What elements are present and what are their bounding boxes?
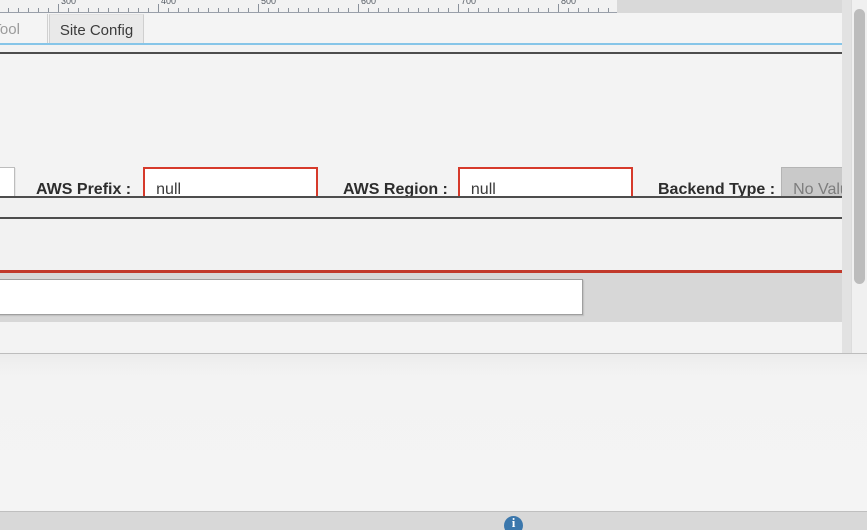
ruler-tick-minor: [608, 8, 609, 12]
ruler-tick-minor: [268, 8, 269, 12]
ruler-tick-minor: [388, 8, 389, 12]
tab-y-tool[interactable]: y Tool: [0, 14, 48, 45]
ruler-tick-minor: [78, 8, 79, 12]
ruler-tick-major: [158, 4, 159, 12]
vertical-scrollbar-thumb[interactable]: [854, 9, 865, 284]
vertical-scrollbar-track[interactable]: [851, 0, 867, 353]
ruler-tick-minor: [578, 8, 579, 12]
ruler-tick-major: [558, 4, 559, 12]
info-circle-glyph: i: [511, 516, 516, 530]
band-lower: [0, 219, 867, 270]
ruler-tick-label: 300: [61, 0, 77, 6]
ruler-tick-minor: [338, 8, 339, 12]
ruler-tick-minor: [548, 8, 549, 12]
ruler-tick-label: 400: [161, 0, 177, 6]
ruler-tick-minor: [198, 8, 199, 12]
ruler-tick-label: 500: [261, 0, 277, 6]
search-input[interactable]: [0, 279, 583, 315]
ruler-tick-minor: [68, 8, 69, 12]
ruler-tick-minor: [478, 8, 479, 12]
ruler-tick-minor: [38, 8, 39, 12]
tab-y-tool-label: y Tool: [0, 21, 20, 38]
ruler-tick-minor: [148, 8, 149, 12]
info-circle-icon[interactable]: i: [504, 516, 523, 530]
ruler-tick-major: [58, 4, 59, 12]
ruler-tick-minor: [238, 8, 239, 12]
ruler-tick-minor: [498, 8, 499, 12]
ruler-tick-minor: [98, 8, 99, 12]
section-divider-lower: [0, 217, 867, 219]
tab-strip: y Tool Site Config: [0, 13, 867, 45]
ruler-tick-minor: [408, 8, 409, 12]
section-divider-upper: [0, 196, 867, 198]
band-middle: [0, 198, 867, 217]
ruler-tick-minor: [228, 8, 229, 12]
ruler-tick-major: [358, 4, 359, 12]
ruler-tick-minor: [248, 8, 249, 12]
ruler-tick-label: 700: [461, 0, 477, 6]
right-gutter: [842, 0, 852, 353]
horizontal-ruler: 300 400 500 600 700 800: [0, 0, 867, 13]
ruler-tick-minor: [378, 8, 379, 12]
form-top-divider: [0, 52, 867, 54]
page-body: [0, 322, 867, 354]
ruler-tick-minor: [118, 8, 119, 12]
ruler-tick-minor: [298, 8, 299, 12]
ruler-tick-major: [258, 4, 259, 12]
ruler-tick-minor: [348, 8, 349, 12]
ruler-tick-minor: [328, 8, 329, 12]
page-blank-area: [0, 354, 867, 530]
ruler-tick-minor: [128, 8, 129, 12]
backend-type-label: Backend Type :: [658, 181, 776, 198]
ruler-tick-minor: [418, 8, 419, 12]
config-form-panel: AWS Prefix : null AWS Region : null Back…: [0, 54, 867, 213]
ruler-tick-minor: [468, 8, 469, 12]
ruler-tick-minor: [178, 8, 179, 12]
error-rule: [0, 270, 867, 273]
ruler-baseline: [0, 12, 617, 13]
ruler-tick-minor: [528, 8, 529, 12]
ruler-tick-major: [458, 4, 459, 12]
ruler-tick-minor: [48, 8, 49, 12]
ruler-tick-minor: [398, 8, 399, 12]
ruler-tick-minor: [278, 8, 279, 12]
ruler-tick-minor: [88, 8, 89, 12]
ruler-tick-minor: [28, 8, 29, 12]
ruler-tick-minor: [598, 8, 599, 12]
tab-active-underline: [0, 43, 867, 45]
ruler-tick-minor: [8, 8, 9, 12]
ruler-tick-minor: [538, 8, 539, 12]
ruler-tick-label: 800: [561, 0, 577, 6]
aws-prefix-label: AWS Prefix :: [36, 181, 132, 198]
ruler-tick-minor: [218, 8, 219, 12]
ruler-tick-minor: [438, 8, 439, 12]
tab-site-config-label: Site Config: [59, 21, 134, 39]
footer-strip: [0, 511, 867, 530]
ruler-tick-minor: [448, 8, 449, 12]
aws-prefix-value: null: [156, 181, 182, 198]
ruler-tick-label: 600: [361, 0, 377, 6]
ruler-tick-minor: [288, 8, 289, 12]
ruler-tick-minor: [588, 8, 589, 12]
ruler-tick-minor: [188, 8, 189, 12]
aws-region-value: null: [470, 181, 496, 198]
tab-site-config[interactable]: Site Config: [49, 14, 144, 45]
ruler-tick-minor: [208, 8, 209, 12]
ruler-tick-minor: [108, 8, 109, 12]
ruler-tick-minor: [138, 8, 139, 12]
ruler-tick-minor: [368, 8, 369, 12]
ruler-tick-minor: [568, 8, 569, 12]
ruler-tick-minor: [508, 8, 509, 12]
ruler-tick-minor: [428, 8, 429, 12]
ruler-tick-minor: [318, 8, 319, 12]
aws-region-label: AWS Region :: [343, 181, 448, 198]
backend-type-value: No Value: [793, 181, 858, 198]
ruler-tick-minor: [488, 8, 489, 12]
ruler-tick-minor: [168, 8, 169, 12]
ruler-tick-minor: [308, 8, 309, 12]
ruler-tick-minor: [518, 8, 519, 12]
ruler-inactive-region: [617, 0, 867, 13]
ruler-tick-minor: [18, 8, 19, 12]
